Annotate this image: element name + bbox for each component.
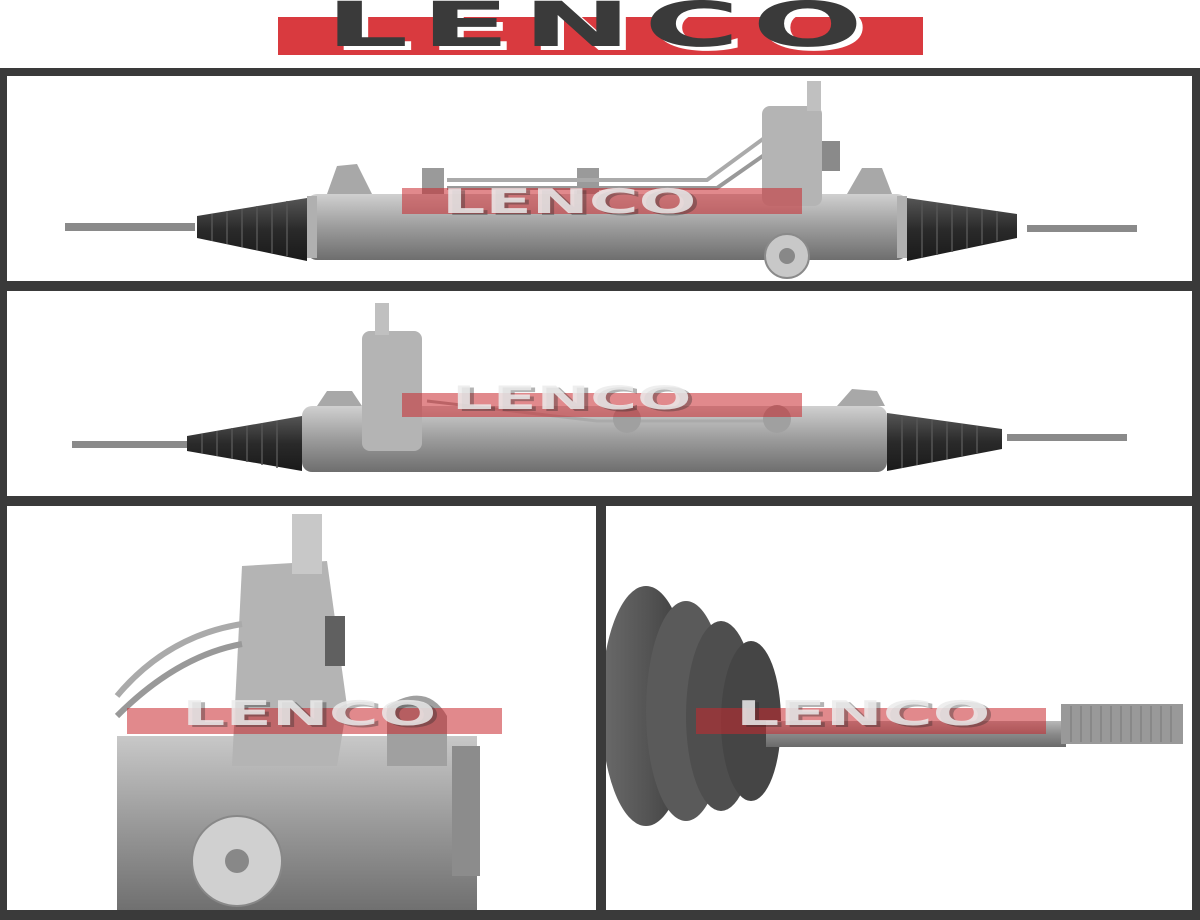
frame-divider-vertical	[596, 496, 606, 920]
steering-rack-rear-illustration	[72, 303, 1127, 472]
product-image-rear-view[interactable]: LENCO	[7, 291, 1192, 496]
frame-left	[0, 68, 7, 920]
product-image-valve-closeup[interactable]: LENCO	[7, 506, 596, 910]
frame-right	[1192, 68, 1200, 920]
brand-logo: LENCO	[278, 0, 923, 58]
product-image-front-view[interactable]: LENCO	[7, 76, 1192, 281]
frame-bottom	[0, 910, 1200, 920]
product-image-tie-rod-closeup[interactable]: LENCO	[606, 506, 1192, 910]
logo-text: LENCO	[325, 0, 876, 61]
valve-housing-illustration	[114, 514, 480, 910]
frame-divider-1	[0, 281, 1200, 291]
steering-rack-front-illustration	[65, 81, 1137, 279]
frame-top	[0, 68, 1200, 76]
logo-red-bar	[278, 17, 923, 55]
